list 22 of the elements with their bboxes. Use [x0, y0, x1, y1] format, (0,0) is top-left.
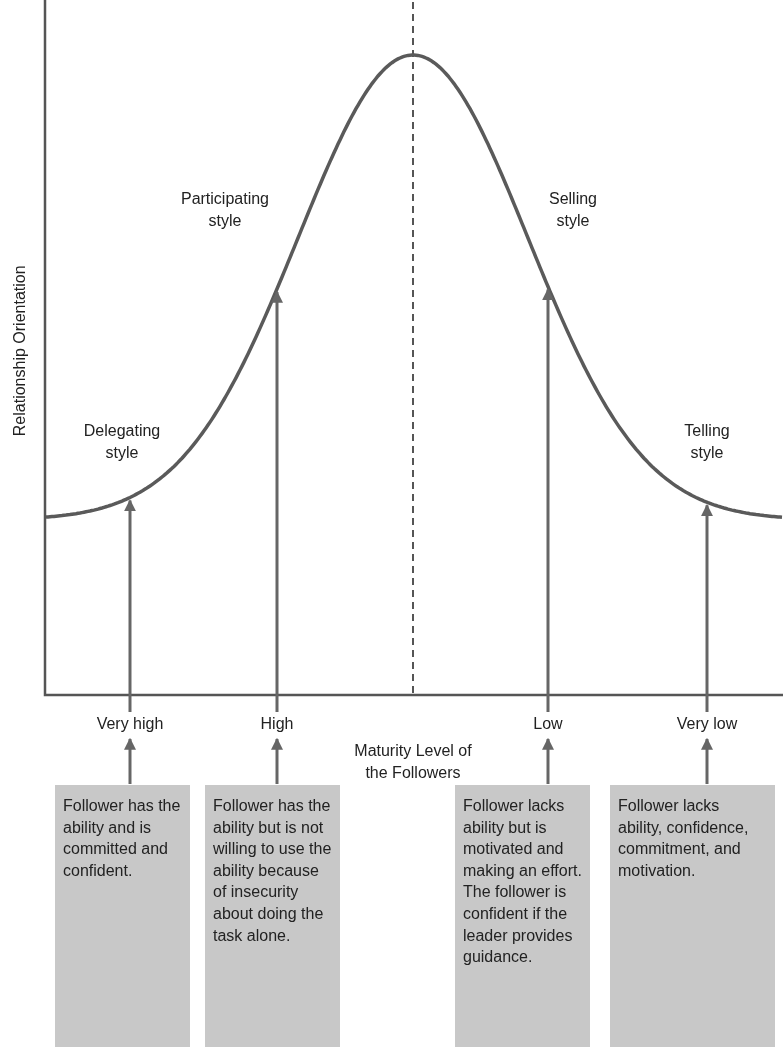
- arrow: [124, 499, 136, 712]
- maturity-level-label: Very high: [80, 713, 180, 737]
- maturity-level-label: Very low: [657, 713, 757, 737]
- description-box: Follower lacks ability, confidence, commitment, and motivation.: [610, 785, 775, 1047]
- maturity-level-label: High: [237, 713, 317, 737]
- arrow: [271, 737, 283, 784]
- arrow: [701, 504, 713, 712]
- arrow: [701, 737, 713, 784]
- description-box: Follower has the ability and is committed and confident.: [55, 785, 190, 1047]
- axis-title: Relationship Orientation: [10, 264, 30, 439]
- description-box: Follower has the ability but is not willing to use the ability because of insecurity about doing the task alone.: [205, 785, 340, 1047]
- description-box: Follower lacks ability but is motivated and making an effort. The follower is confident if the leader provides guidance.: [455, 785, 590, 1047]
- maturity-level-label: Low: [508, 713, 588, 737]
- arrow: [271, 290, 283, 712]
- arrow: [542, 737, 554, 784]
- arrow: [124, 737, 136, 784]
- arrow: [542, 288, 554, 712]
- style-label: Participating style: [179, 189, 270, 231]
- style-label: Selling style: [548, 189, 598, 231]
- style-label: Delegating style: [82, 421, 162, 463]
- style-label: Telling style: [683, 421, 731, 463]
- axis-title: Maturity Level of the Followers: [353, 741, 473, 783]
